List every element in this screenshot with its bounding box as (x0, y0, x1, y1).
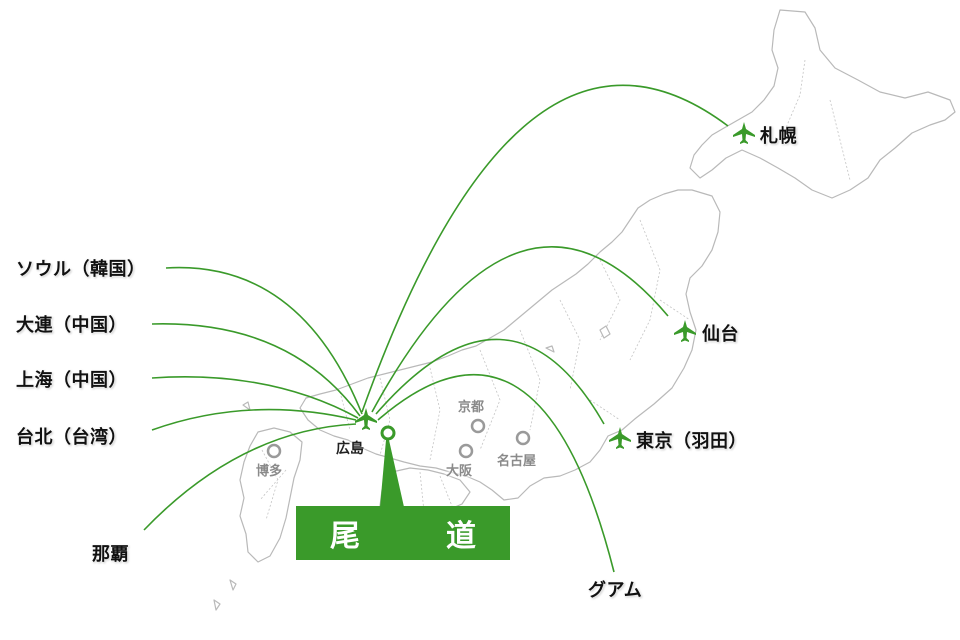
route-taipei (151, 408, 357, 431)
route-dalian (151, 323, 361, 417)
city-label-nagoya: 名古屋 (497, 454, 537, 469)
destination-naha: 那覇 (92, 544, 129, 565)
destination-sendai: 仙台 (702, 324, 739, 345)
route-sapporo (361, 84, 729, 413)
route-shanghai (151, 376, 359, 419)
city-label-hakata: 博多 (256, 464, 283, 479)
destination-dalian: 大連（中国） (16, 315, 127, 336)
destination-seoul: ソウル（韓国） (16, 259, 146, 280)
origin-label-onomichi: 尾 道 (296, 506, 510, 560)
city-marker-kyoto (470, 418, 486, 434)
city-marker-osaka (458, 443, 474, 459)
route-seoul (165, 266, 363, 415)
destination-sapporo: 札幌 (760, 126, 797, 147)
destination-shanghai: 上海（中国） (16, 370, 127, 391)
city-label-hiroshima: 広島 (336, 441, 364, 457)
onomichi-pointer (380, 440, 404, 507)
kyushu-landmass (239, 427, 303, 563)
city-marker-nagoya (515, 430, 531, 446)
city-marker-hakata (266, 443, 282, 459)
route-sendai (371, 246, 669, 413)
city-label-kyoto: 京都 (458, 400, 485, 415)
hokkaido-landmass (689, 9, 956, 199)
onomichi-marker (380, 425, 396, 441)
route-tokyo (375, 338, 605, 425)
route-guam (377, 373, 615, 573)
city-label-osaka: 大阪 (446, 464, 473, 479)
destination-taipei: 台北（台湾） (16, 427, 127, 448)
route-naha (143, 423, 357, 531)
destination-tokyo: 東京（羽田） (636, 431, 747, 452)
destination-guam: グアム (588, 580, 643, 601)
